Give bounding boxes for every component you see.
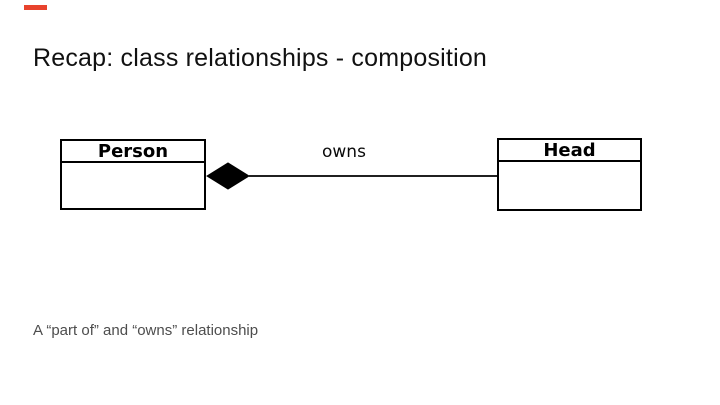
composition-connector	[206, 162, 497, 190]
class-name-person: Person	[62, 141, 204, 163]
composition-diamond-icon	[206, 162, 250, 190]
slide-title: Recap: class relationships - composition	[33, 44, 488, 72]
class-box-person: Person	[60, 139, 206, 210]
slide-caption: A “part of” and “owns” relationship	[33, 322, 259, 339]
accent-dash	[24, 5, 47, 10]
class-box-head: Head	[497, 138, 642, 211]
class-name-head: Head	[499, 140, 640, 162]
relationship-label: owns	[322, 142, 366, 162]
class-body-head	[499, 162, 640, 231]
class-body-person	[62, 163, 204, 230]
